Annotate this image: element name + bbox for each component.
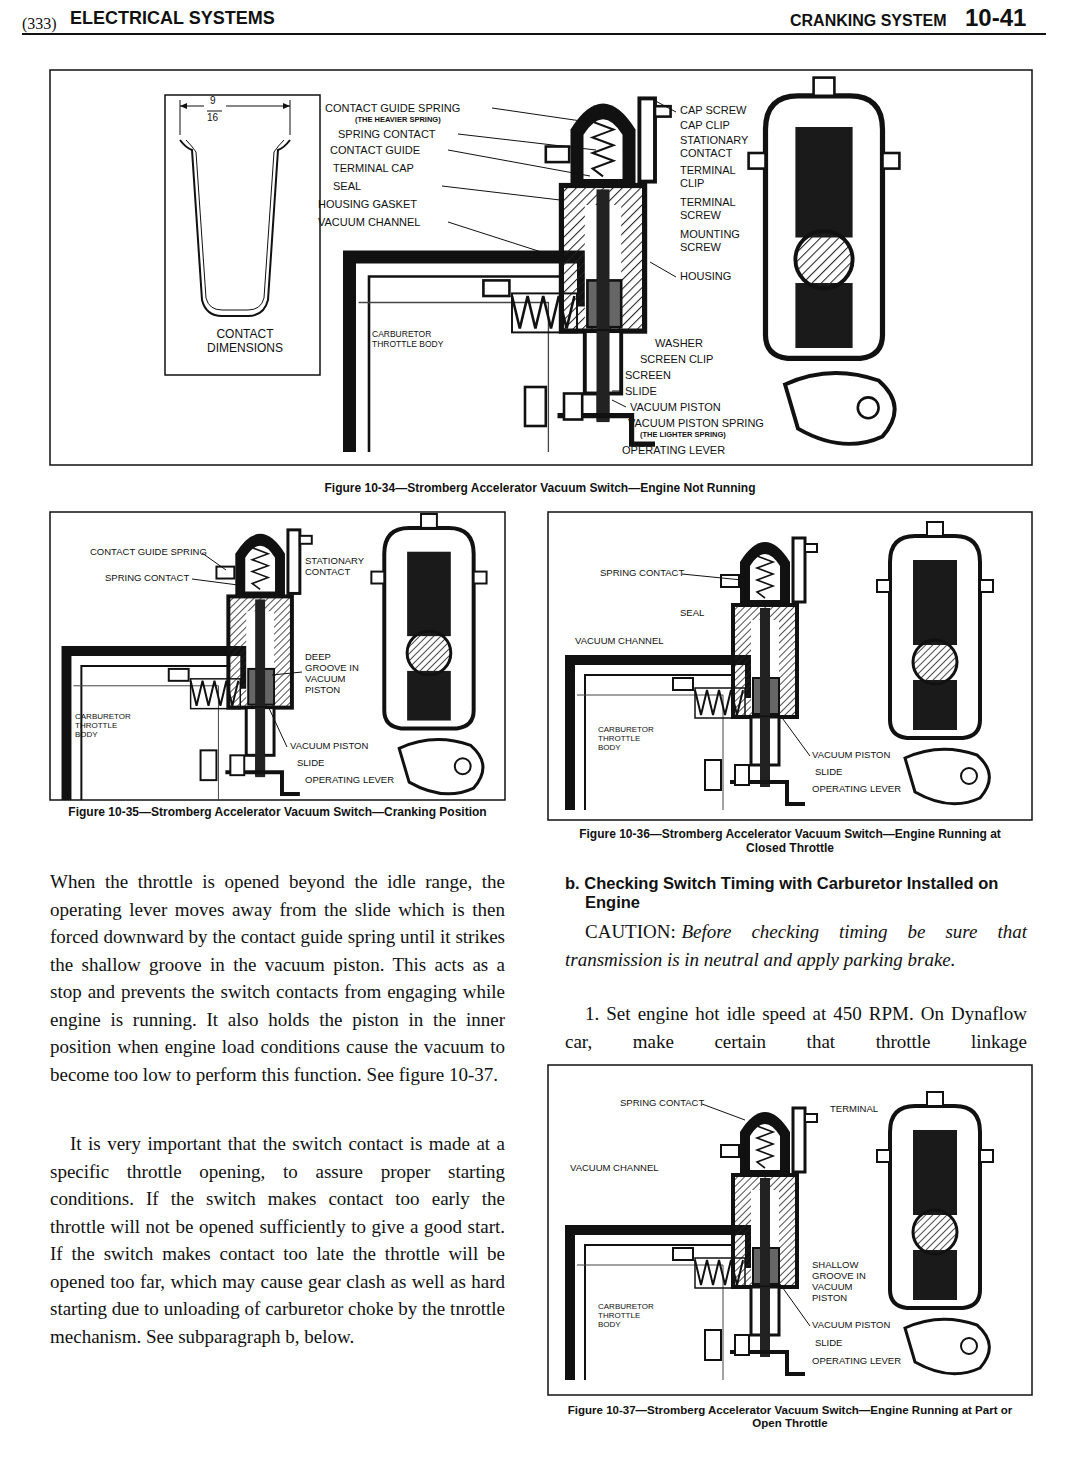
figure-caption: Figure 10-37—Stromberg Accelerator Vacuu…: [560, 1404, 1020, 1430]
subheading: b. Checking Switch Timing with Carbureto…: [565, 874, 1047, 912]
body-text: When the throttle is opened beyond the i…: [50, 868, 505, 1088]
part-label: SPRING CONTACT: [600, 568, 684, 579]
figure-caption: Figure 10-36—Stromberg Accelerator Vacuu…: [560, 828, 1020, 856]
part-label: SPRING CONTACT: [338, 128, 436, 141]
part-label: STATIONARY CONTACT: [305, 556, 375, 578]
part-label: SEAL: [333, 180, 361, 193]
part-label: CARBURETOR THROTTLE BODY: [372, 330, 452, 350]
body-text: It is very important that the switch con…: [50, 1130, 505, 1350]
caution-paragraph: CAUTION:Before checking timing be sure t…: [565, 918, 1027, 973]
body-text: CAUTION:: [585, 921, 676, 942]
part-label: CAP SCREW: [680, 104, 746, 117]
part-label: TERMINAL CAP: [333, 162, 414, 175]
part-label: OPERATING LEVER: [622, 444, 725, 457]
part-label: CONTACT DIMENSIONS: [190, 328, 300, 356]
part-label: TERMINAL: [830, 1104, 878, 1115]
part-label: HOUSING: [680, 270, 731, 283]
part-label: CONTACT GUIDE SPRING: [325, 102, 460, 115]
part-label: OPERATING LEVER: [812, 784, 901, 795]
page-number: (333): [22, 10, 57, 38]
part-label: STATIONARY CONTACT: [680, 134, 760, 159]
body-text: 1. Set engine hot idle speed at 450 RPM.…: [565, 1000, 1027, 1055]
section-header: ELECTRICAL SYSTEMS: [70, 8, 275, 29]
part-label: VACUUM PISTON SPRING: [628, 417, 764, 430]
part-label: SCREEN CLIP: [640, 353, 713, 366]
part-label: SLIDE: [297, 758, 324, 769]
part-label: VACUUM CHANNEL: [575, 636, 664, 647]
part-label: CAP CLIP: [680, 119, 730, 132]
part-label: SLIDE: [625, 385, 657, 398]
part-label: CARBURETOR THROTTLE BODY: [598, 725, 660, 753]
part-label: OPERATING LEVER: [812, 1356, 901, 1367]
part-label: SLIDE: [815, 1338, 842, 1349]
part-label: CONTACT GUIDE: [330, 144, 420, 157]
part-label: HOUSING GASKET: [318, 198, 417, 211]
part-label: DEEP GROOVE IN VACUUM PISTON: [305, 652, 375, 696]
part-label: MOUNTING SCREW: [680, 228, 760, 253]
part-label: VACUUM PISTON: [812, 750, 890, 761]
part-label: VACUUM PISTON: [812, 1320, 890, 1331]
section-number: 10-41: [965, 4, 1026, 32]
part-label: CONTACT GUIDE SPRING: [90, 547, 207, 558]
part-label: OPERATING LEVER: [305, 775, 394, 786]
part-label: SPRING CONTACT: [105, 573, 189, 584]
part-label: SCREEN: [625, 369, 671, 382]
part-label: CARBURETOR THROTTLE BODY: [598, 1302, 660, 1330]
part-label: SPRING CONTACT: [620, 1098, 704, 1109]
part-label: SHALLOW GROOVE IN VACUUM PISTON: [812, 1260, 884, 1304]
part-label: VACUUM PISTON: [630, 401, 721, 414]
part-label: VACUUM CHANNEL: [318, 216, 420, 229]
dimension: 16: [207, 112, 218, 124]
part-label: VACUUM CHANNEL: [570, 1163, 659, 1174]
part-label: CARBURETOR THROTTLE BODY: [75, 712, 137, 740]
part-label: (THE LIGHTER SPRING): [640, 431, 726, 440]
part-label: TERMINAL SCREW: [680, 196, 760, 221]
figure-caption: Figure 10-35—Stromberg Accelerator Vacuu…: [55, 806, 500, 820]
part-label: WASHER: [655, 337, 703, 350]
part-label: SLIDE: [815, 767, 842, 778]
part-label: SEAL: [680, 608, 704, 619]
figure-caption: Figure 10-34—Stromberg Accelerator Vacuu…: [250, 482, 830, 496]
part-label: (THE HEAVIER SPRING): [355, 116, 441, 125]
part-label: TERMINAL CLIP: [680, 164, 760, 189]
section-header: CRANKING SYSTEM: [790, 12, 946, 30]
dimension: 9: [210, 95, 216, 107]
part-label: VACUUM PISTON: [290, 741, 368, 752]
